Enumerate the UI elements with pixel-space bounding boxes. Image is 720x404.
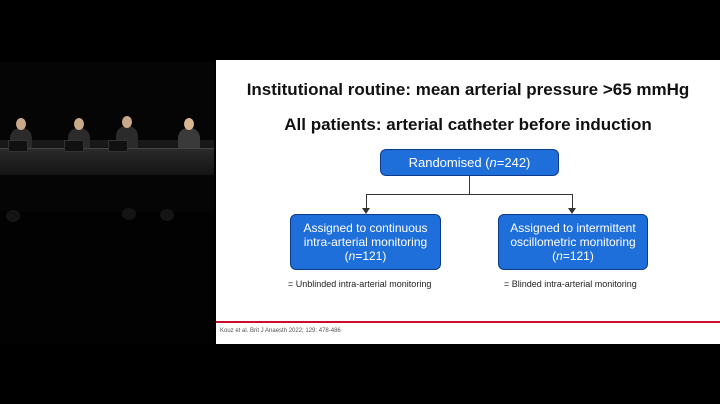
left-arm-line-1: Assigned to continuous	[303, 221, 428, 235]
audience-area	[0, 208, 214, 344]
left-arm-line-2: intra-arterial monitoring	[303, 235, 428, 249]
left-arm-n: (n=121)	[344, 249, 387, 263]
citation: Kouz et al. Brit J Anaesth 2022; 129: 47…	[220, 328, 341, 334]
arrow-down-icon	[568, 208, 576, 214]
footer-accent-bar	[216, 321, 720, 323]
left-arm-note: = Unblinded intra-arterial monitoring	[288, 279, 432, 289]
right-arm-line-2: oscillometric monitoring	[510, 235, 636, 249]
randomised-box: Randomised (n=242)	[380, 149, 559, 176]
slide-title-line-1: Institutional routine: mean arterial pre…	[246, 80, 690, 99]
connector-right-drop	[572, 194, 573, 208]
audience-head	[6, 210, 20, 222]
right-arm-line-1: Assigned to intermittent	[510, 221, 636, 235]
panelist-3-head	[122, 116, 132, 128]
right-arm-n: (n=121)	[552, 249, 594, 263]
right-arm-note: = Blinded intra-arterial monitoring	[504, 279, 637, 289]
panelist-4-head	[184, 118, 194, 130]
connector-horizontal	[366, 194, 573, 195]
speaker-video-panel	[0, 62, 214, 344]
presentation-slide: Institutional routine: mean arterial pre…	[216, 60, 720, 344]
audience-head	[160, 209, 174, 221]
connector-stem	[469, 176, 470, 194]
audience-head	[122, 208, 136, 220]
laptop	[8, 140, 28, 152]
connector-left-drop	[366, 194, 367, 208]
laptop	[64, 140, 84, 152]
panel-table	[0, 148, 214, 175]
panelist-2-head	[74, 118, 84, 130]
laptop	[108, 140, 128, 152]
slide-title-line-2: All patients: arterial catheter before i…	[284, 115, 652, 134]
panelist-4	[178, 128, 200, 152]
panelist-1-head	[16, 118, 26, 130]
continuous-monitoring-box: Assigned to continuous intra-arterial mo…	[290, 214, 441, 270]
arrow-down-icon	[362, 208, 370, 214]
oscillometric-monitoring-box: Assigned to intermittent oscillometric m…	[498, 214, 648, 270]
randomised-label: Randomised (n=242)	[408, 154, 531, 170]
